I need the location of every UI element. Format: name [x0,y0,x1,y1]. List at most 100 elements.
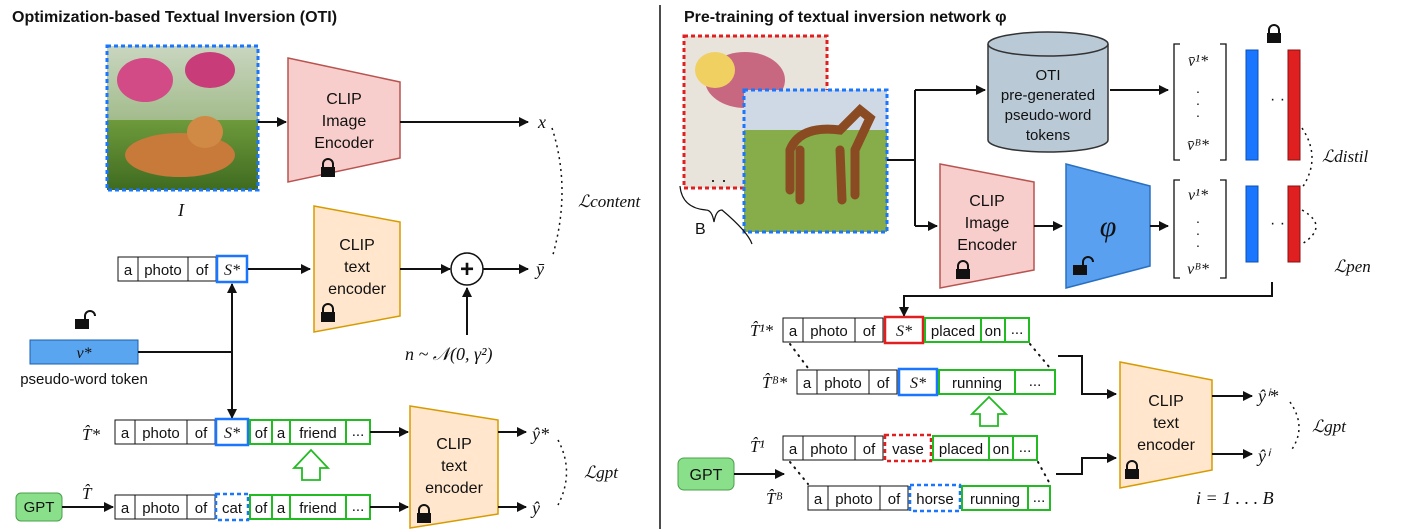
t-star-row: a photo of S* of a friend ... [114,417,371,447]
loss-pen: ℒpen [1334,257,1371,276]
svg-text:a: a [277,425,286,442]
svg-text:horse: horse [916,491,954,508]
svg-text:running: running [952,375,1002,392]
svg-text:pre-generated: pre-generated [1001,87,1095,104]
svg-text:a: a [814,491,823,508]
lock-icon [1125,460,1139,479]
output-y-i: ŷⁱ [1256,446,1272,466]
svg-text:a: a [121,425,130,442]
output-y-bar: ȳ [534,259,545,279]
svg-text:pseudo-word: pseudo-word [1005,107,1092,124]
clip-text-encoder-left-bottom: CLIP text encoder [409,405,499,529]
svg-text:·: · [1196,95,1201,111]
cat-image [105,44,260,192]
svg-text:photo: photo [144,262,182,279]
svg-text:S*: S* [896,323,912,340]
svg-text:encoder: encoder [1137,437,1195,454]
svg-text:CLIP: CLIP [969,193,1005,210]
svg-text:cat: cat [222,500,243,517]
loss-distil: ℒdistil [1322,147,1369,166]
green-up-arrow [969,395,1009,427]
arrow [1058,355,1117,399]
loss-content: ℒcontent [578,192,642,211]
svg-text:Encoder: Encoder [314,135,374,152]
image-label-i: I [177,200,185,220]
svg-text:...: ... [1011,321,1024,338]
clip-image-encoder-right: CLIP Image Encoder [939,163,1035,289]
svg-text:S*: S* [224,262,240,279]
row4-label: T̂ᴮ [766,489,783,508]
oti-database: OTI pre-generated pseudo-word tokens [987,31,1109,153]
svg-text:CLIP: CLIP [1148,393,1184,410]
svg-text:v¹*: v¹* [1188,187,1208,204]
svg-text:photo: photo [142,425,180,442]
green-up-arrow [291,448,331,481]
svg-text:photo: photo [810,323,848,340]
clip-text-encoder-left-top: CLIP text encoder [313,205,401,333]
t-label: T̂ [82,484,93,503]
svg-text:S*: S* [910,375,926,392]
svg-text:a: a [124,262,133,279]
output-y-hat: ŷ [530,498,540,518]
svg-text:CLIP: CLIP [339,237,375,254]
t-star-label: T̂* [82,425,100,444]
output-y-star: ŷ* [530,424,549,444]
svg-text:vᴮ*: vᴮ* [1187,261,1209,278]
plus-symbol: + [460,256,474,283]
lock-icon [1267,24,1281,43]
ellipsis-dots: · · [710,170,727,190]
svg-text:running: running [970,491,1020,508]
svg-text:text: text [441,458,467,475]
loss-content-curve [551,127,563,259]
svg-text:...: ... [1019,439,1032,456]
svg-text:of: of [863,323,876,340]
right-title: Pre-training of textual inversion networ… [684,9,1007,26]
output-y-star-i: ŷⁱ* [1256,386,1278,406]
svg-text:of: of [888,491,901,508]
svg-text:a: a [121,500,130,517]
svg-text:of: of [877,375,890,392]
svg-text:on: on [985,323,1002,340]
blue-bar-bottom [1245,185,1259,263]
svg-text:Encoder: Encoder [957,237,1017,254]
lock-icon [417,504,431,523]
svg-text:of: of [255,425,268,442]
lock-open-icon [1073,256,1094,275]
gpt-label-left: GPT [24,499,55,516]
row1-tokens: a photo of S* placed on ... [782,315,1030,345]
row2-tokens: a photo of S* running ... [796,367,1056,397]
loss-gpt-right: ℒgpt [1312,417,1347,436]
svg-text:·: · [1196,107,1201,123]
red-bar-top [1287,49,1301,161]
svg-text:text: text [344,259,370,276]
blue-bar-top [1245,49,1259,161]
loss-pen-curve [1301,209,1317,245]
pseudo-word-v: v* [76,345,91,362]
svg-text:...: ... [1029,373,1042,390]
svg-text:text: text [1153,415,1179,432]
svg-text:·: · [1196,213,1201,229]
svg-text:photo: photo [824,375,862,392]
pseudo-word-label: pseudo-word token [20,371,148,388]
svg-text:vase: vase [892,441,924,458]
svg-text:a: a [277,500,286,517]
svg-text:tokens: tokens [1026,127,1070,144]
svg-text:v̄ᴮ*: v̄ᴮ* [1187,137,1209,154]
batch-label: B [695,221,706,238]
arrow [1056,453,1117,475]
pseudo-word-token [29,339,139,365]
svg-text:OTI: OTI [1036,67,1061,84]
left-title: Optimization-based Textual Inversion (OT… [12,9,337,26]
horse-image [742,88,889,234]
red-bar-bottom [1287,185,1301,263]
svg-text:a: a [789,323,798,340]
svg-text:...: ... [352,498,365,515]
svg-text:of: of [255,500,268,517]
vbar-vector: v̄¹* · · · v̄ᴮ* [1173,43,1227,161]
svg-text:...: ... [352,423,365,440]
dotted-connector [1037,461,1051,485]
svg-text:Image: Image [965,215,1010,232]
svg-text:CLIP: CLIP [436,436,472,453]
row4-tokens: a photo of horse running ... [807,483,1051,513]
